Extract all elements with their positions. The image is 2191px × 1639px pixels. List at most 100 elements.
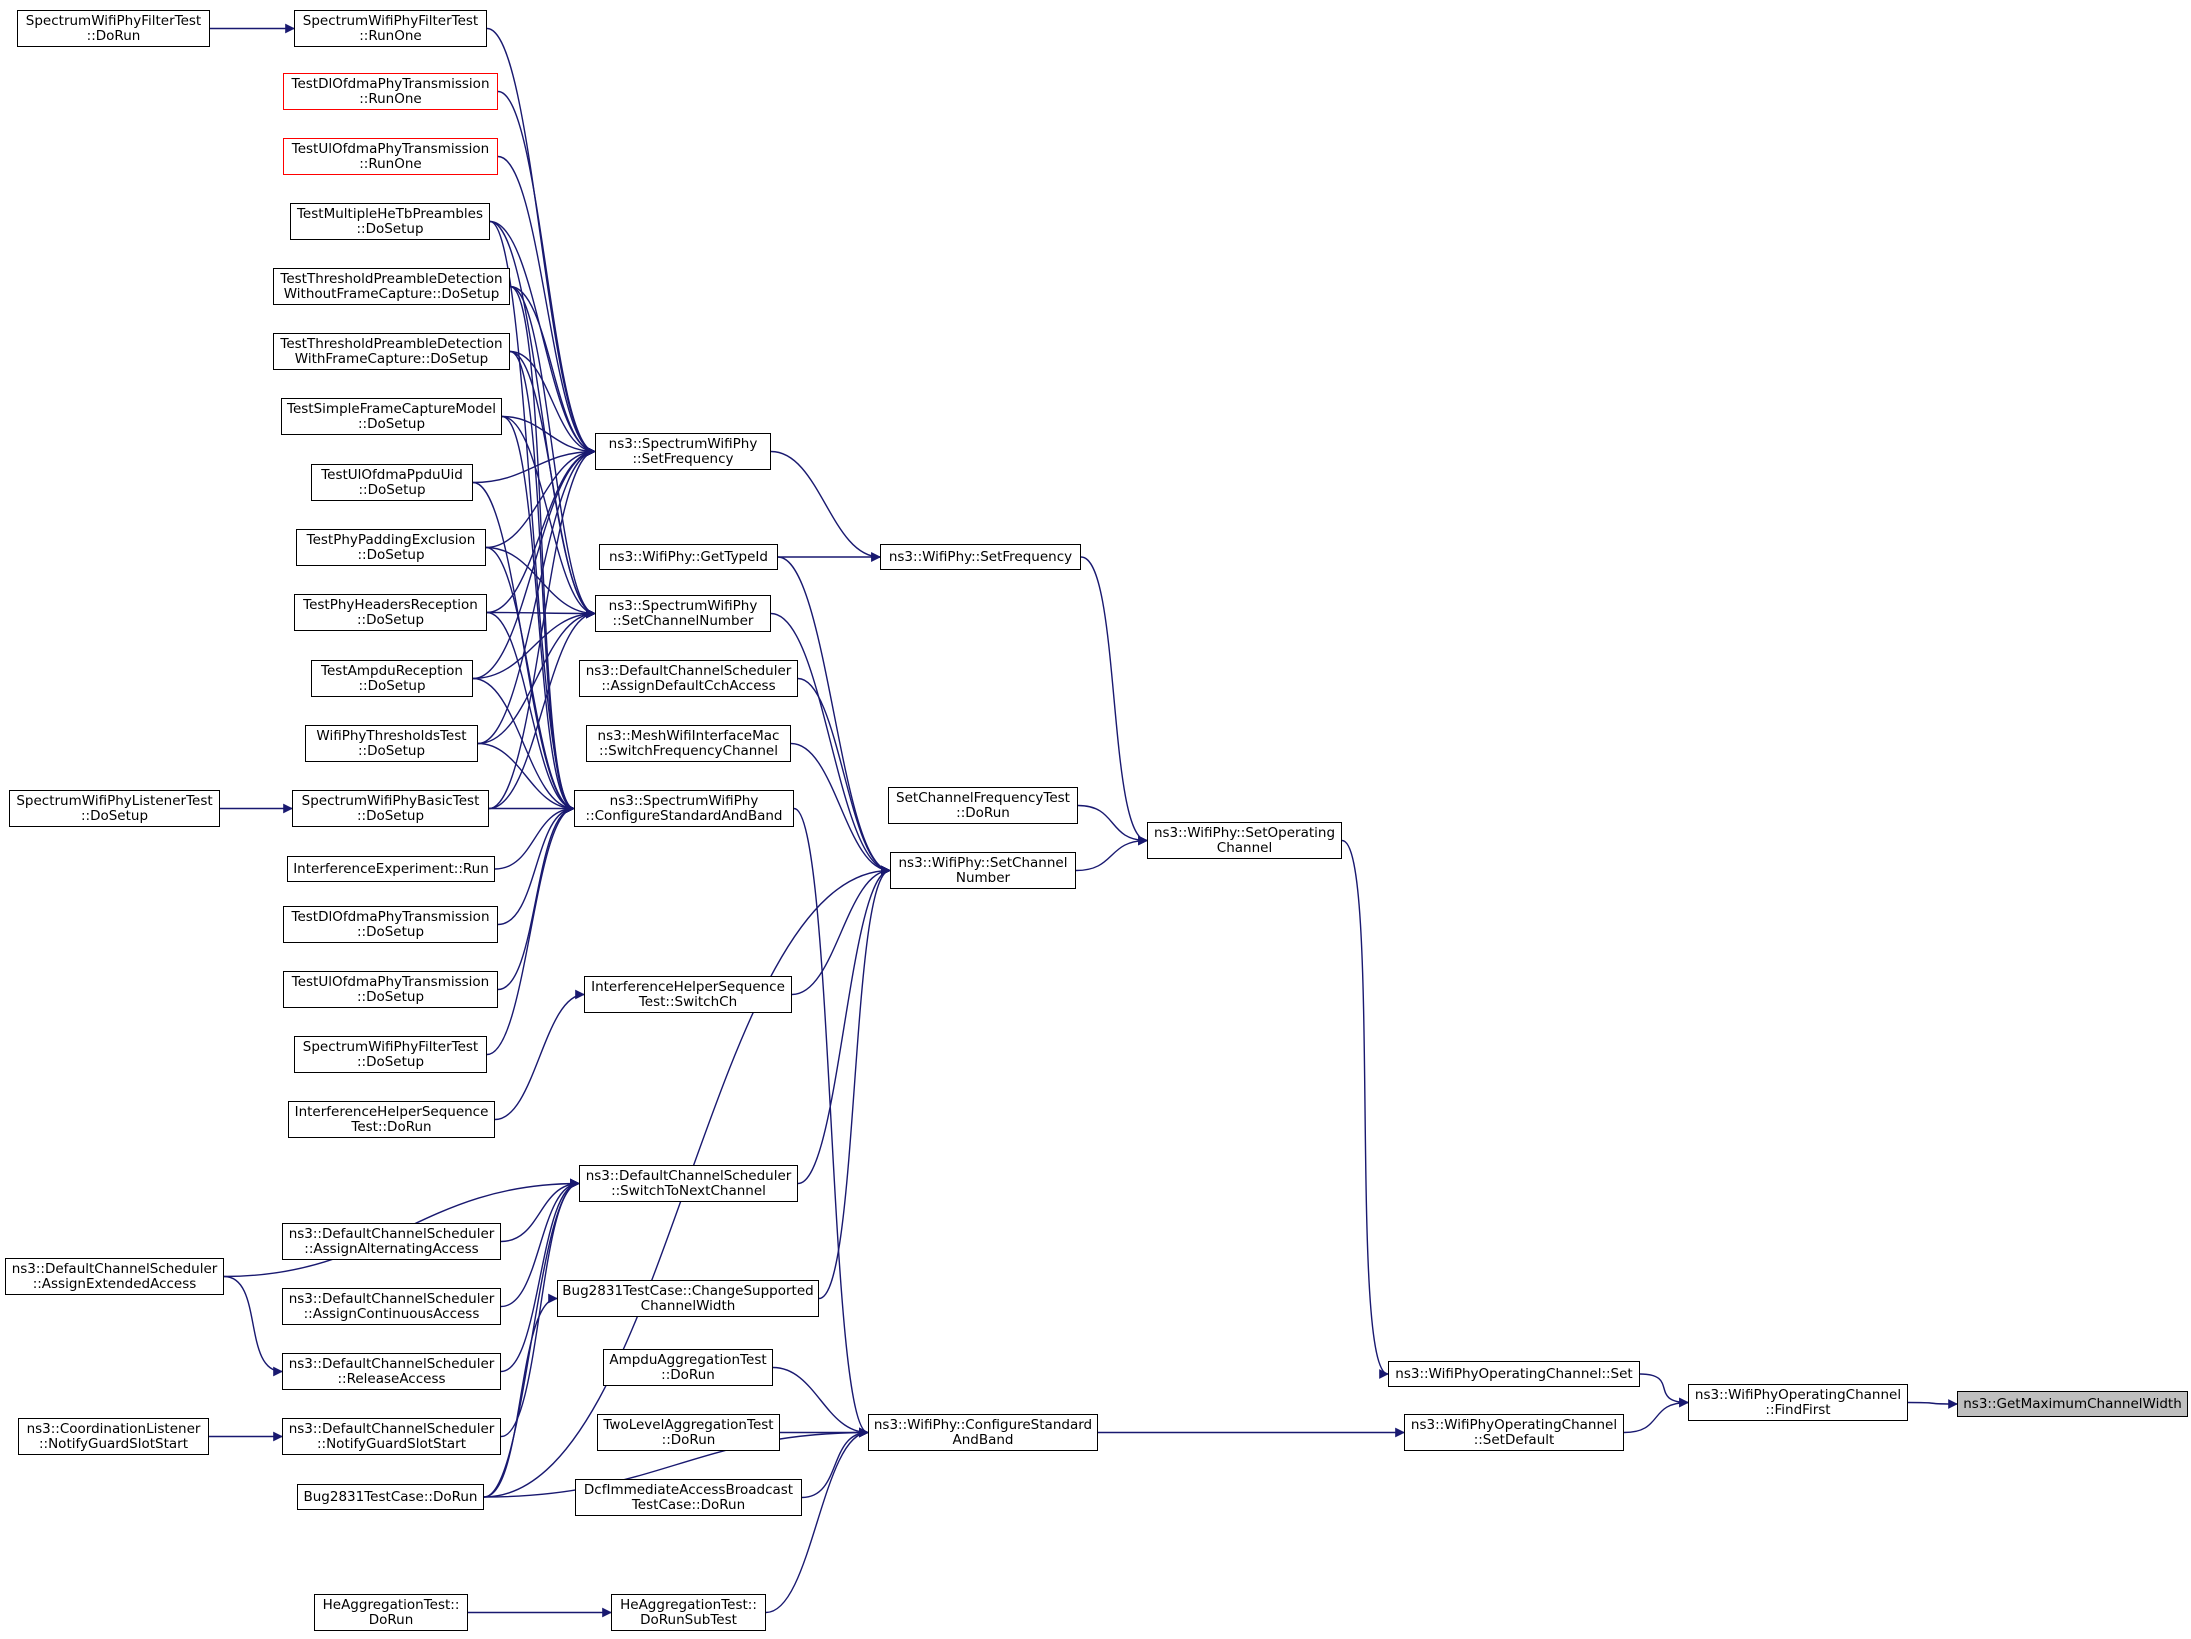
node-wifiphyoperatingchannel-findfirst[interactable]: ns3::WifiPhyOperatingChannel::FindFirst <box>1688 1384 1908 1421</box>
node-heaggregationtest-dorunsubtest[interactable]: HeAggregationTest::DoRunSubTest <box>611 1594 766 1631</box>
node-coordinationlistener-notifyguardslotstart[interactable]: ns3::CoordinationListener::NotifyGuardSl… <box>18 1418 209 1455</box>
edge-n20-to-n23 <box>223 1275 283 1377</box>
node-defaultchannelscheduler-releaseaccess[interactable]: ns3::DefaultChannelScheduler::ReleaseAcc… <box>282 1353 501 1390</box>
edge-n22-to-n35 <box>500 1178 580 1308</box>
node-testsimpleframecapturemodel-dosetup[interactable]: TestSimpleFrameCaptureModel::DoSetup <box>281 398 502 435</box>
node-testulofdmappduuid-dosetup[interactable]: TestUlOfdmaPpduUid::DoSetup <box>311 464 473 501</box>
edge-n40-to-n44 <box>765 1427 869 1614</box>
edge-n34-to-n43 <box>791 865 891 996</box>
edge-n41-to-n45 <box>1080 556 1148 846</box>
node-testmultiplehetbpreambles-dosetup[interactable]: TestMultipleHeTbPreambles::DoSetup <box>290 203 490 240</box>
edge-n26-to-n36 <box>483 1293 558 1498</box>
node-spectrumwifiphyfiltertest-dorun[interactable]: SpectrumWifiPhyFilterTest::DoRun <box>17 10 210 47</box>
edge-n9-to-n33 <box>485 546 575 814</box>
edge-n2-to-n28 <box>497 90 596 457</box>
node-testdlofdmaphytransmission-dosetup[interactable]: TestDlOfdmaPhyTransmission::DoSetup <box>283 906 498 943</box>
node-getmaximumchannelwidth-selected: ns3::GetMaximumChannelWidth <box>1957 1391 2188 1417</box>
edge-n33-to-n44 <box>793 807 869 1438</box>
edge-n16-to-n33 <box>497 803 575 926</box>
node-testphypaddingexclusion-dosetup[interactable]: TestPhyPaddingExclusion::DoSetup <box>296 529 486 566</box>
edge-n7-to-n28 <box>501 415 596 457</box>
node-spectrumwifiphyfiltertest-runone[interactable]: SpectrumWifiPhyFilterTest::RunOne <box>294 10 487 47</box>
edge-n14-to-n28 <box>488 446 596 810</box>
node-defaultchannelscheduler-assignextendedaccess[interactable]: ns3::DefaultChannelScheduler::AssignExte… <box>5 1258 224 1295</box>
edge-n35-to-n43 <box>797 865 891 1185</box>
edge-n42-to-n45 <box>1077 804 1148 846</box>
edge-n11-to-n33 <box>472 677 575 814</box>
node-testulofdmaphytransmission-dosetup[interactable]: TestUlOfdmaPhyTransmission::DoSetup <box>283 971 498 1008</box>
node-meshwifiinterfacemac-switchfrequencychannel[interactable]: ns3::MeshWifiInterfaceMac::SwitchFrequen… <box>586 725 791 762</box>
node-testdlofdmaphytransmission-runone[interactable]: TestDlOfdmaPhyTransmission::RunOne <box>283 73 498 110</box>
edge-n31-to-n43 <box>797 677 891 876</box>
edge-n30-to-n43 <box>770 612 891 876</box>
edge-n3-to-n28 <box>497 155 596 457</box>
edge-n8-to-n28 <box>472 446 596 484</box>
edge-n39-to-n44 <box>801 1427 869 1499</box>
node-spectrumwifiphylistenertest-dosetup[interactable]: SpectrumWifiPhyListenerTest::DoSetup <box>9 790 220 827</box>
node-spectrumwifiphy-setfrequency[interactable]: ns3::SpectrumWifiPhy::SetFrequency <box>595 433 771 470</box>
node-setchannelfrequencytest-dorun[interactable]: SetChannelFrequencyTest::DoRun <box>888 787 1078 824</box>
node-wifiphy-gettypeid[interactable]: ns3::WifiPhy::GetTypeId <box>599 544 778 570</box>
edge-n46-to-n48 <box>1639 1373 1689 1408</box>
node-defaultchannelscheduler-notifyguardslotstart[interactable]: ns3::DefaultChannelScheduler::NotifyGuar… <box>282 1418 501 1455</box>
edge-n12-to-n33 <box>477 742 575 814</box>
node-twolevelaggregationtest-dorun[interactable]: TwoLevelAggregationTest::DoRun <box>597 1414 780 1451</box>
node-spectrumwifiphybasictest-dosetup[interactable]: SpectrumWifiPhyBasicTest::DoSetup <box>292 790 489 827</box>
node-wifiphyoperatingchannel-set[interactable]: ns3::WifiPhyOperatingChannel::Set <box>1388 1361 1640 1387</box>
edge-n23-to-n35 <box>500 1178 580 1373</box>
edge-n32-to-n43 <box>790 742 891 876</box>
edge-n10-to-n33 <box>486 611 575 814</box>
edge-n6-to-n28 <box>509 350 596 457</box>
node-testampdureception-dosetup[interactable]: TestAmpduReception::DoSetup <box>311 660 473 697</box>
edge-n15-to-n33 <box>494 803 575 870</box>
edge-n9-to-n28 <box>485 446 596 549</box>
node-wifiphyoperatingchannel-setdefault[interactable]: ns3::WifiPhyOperatingChannel::SetDefault <box>1404 1414 1624 1451</box>
edge-n7-to-n33 <box>501 415 575 814</box>
node-defaultchannelscheduler-switchtonextchannel[interactable]: ns3::DefaultChannelScheduler::SwitchToNe… <box>579 1165 798 1202</box>
edge-n7-to-n30 <box>501 415 596 619</box>
node-ampduaggregationtest-dorun[interactable]: AmpduAggregationTest::DoRun <box>603 1349 773 1386</box>
edge-n5-to-n28 <box>509 285 596 457</box>
edge-n6-to-n30 <box>509 350 596 619</box>
node-spectrumwifiphy-setchannelnumber[interactable]: ns3::SpectrumWifiPhy::SetChannelNumber <box>595 595 771 632</box>
edge-n43-to-n45 <box>1075 835 1148 872</box>
node-defaultchannelscheduler-assigncontinuousaccess[interactable]: ns3::DefaultChannelScheduler::AssignCont… <box>282 1288 501 1325</box>
edge-n28-to-n41 <box>770 450 881 562</box>
node-spectrumwifiphyfiltertest-dosetup[interactable]: SpectrumWifiPhyFilterTest::DoSetup <box>294 1036 487 1073</box>
node-testulofdmaphytransmission-runone[interactable]: TestUlOfdmaPhyTransmission::RunOne <box>283 138 498 175</box>
edge-n14-to-n30 <box>488 608 596 810</box>
edge-n45-to-n46 <box>1341 839 1389 1379</box>
node-bug2831testcase-dorun[interactable]: Bug2831TestCase::DoRun <box>297 1484 484 1510</box>
edge-n18-to-n33 <box>486 803 575 1056</box>
edge-n12-to-n30 <box>477 608 596 745</box>
node-heaggregationtest-dorun[interactable]: HeAggregationTest::DoRun <box>314 1594 468 1631</box>
edge-n48-to-n49 <box>1907 1399 1958 1409</box>
node-testphyheadersreception-dosetup[interactable]: TestPhyHeadersReception::DoSetup <box>294 594 487 631</box>
node-interferenceexperiment-run[interactable]: InterferenceExperiment::Run <box>287 856 495 882</box>
node-defaultchannelscheduler-assignalternatingaccess[interactable]: ns3::DefaultChannelScheduler::AssignAlte… <box>282 1223 501 1260</box>
edge-n26-to-n44 <box>483 1427 869 1498</box>
edge-n11-to-n30 <box>472 608 596 680</box>
edge-n5-to-n33 <box>509 285 575 814</box>
edge-n19-to-n34 <box>494 989 585 1121</box>
edge-n37-to-n44 <box>772 1366 869 1438</box>
edge-n47-to-n48 <box>1623 1397 1689 1434</box>
node-spectrumwifiphy-configurestandardandband[interactable]: ns3::SpectrumWifiPhy::ConfigureStandardA… <box>574 790 794 827</box>
edge-n17-to-n33 <box>497 803 575 991</box>
node-defaultchannelscheduler-assigndefaultcchaccess[interactable]: ns3::DefaultChannelScheduler::AssignDefa… <box>579 660 798 697</box>
edge-n6-to-n33 <box>509 350 575 814</box>
edge-n9-to-n30 <box>485 546 596 619</box>
node-wifiphythresholdstest-dosetup[interactable]: WifiPhyThresholdsTest::DoSetup <box>305 725 478 762</box>
edge-n10-to-n30 <box>486 608 596 619</box>
edge-n5-to-n30 <box>509 285 596 619</box>
node-wifiphy-setfrequency[interactable]: ns3::WifiPhy::SetFrequency <box>880 544 1081 570</box>
